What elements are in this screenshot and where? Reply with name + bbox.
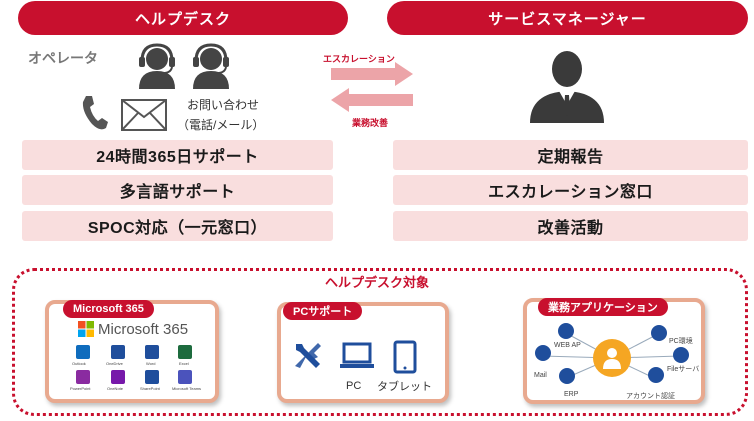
user-center-icon bbox=[593, 339, 631, 377]
helpdesk-header: ヘルプデスク bbox=[18, 1, 348, 35]
sharepoint-app-label: SharePoint bbox=[140, 386, 160, 391]
helpdesk-feature-spoc: SPOC対応（一元窓口） bbox=[22, 211, 333, 241]
service-manager-header: サービスマネージャー bbox=[387, 1, 748, 35]
helpdesk-feature-multilingual: 多言語サポート bbox=[22, 175, 333, 205]
powerpoint-app-icon bbox=[76, 370, 90, 384]
pc-label: PC bbox=[346, 380, 362, 392]
pc-support-tab: PCサポート bbox=[283, 302, 363, 320]
word-app-icon bbox=[145, 345, 159, 359]
erp-label: ERP bbox=[564, 391, 579, 398]
operator-headset-icon bbox=[139, 43, 175, 89]
operator-label: オペレータ bbox=[28, 50, 98, 66]
contact-method-label: （電話/メール） bbox=[177, 118, 265, 132]
excel-app-label: Excel bbox=[179, 361, 189, 366]
web-ap-icon bbox=[558, 323, 574, 339]
phone-icon bbox=[82, 96, 108, 130]
microsoft-365-logo-text: Microsoft 365 bbox=[98, 320, 189, 338]
m365-tab: Microsoft 365 bbox=[63, 300, 154, 318]
web-ap-label: WEB AP bbox=[554, 342, 581, 349]
outlook-app-icon bbox=[76, 345, 90, 359]
sm-feature-improvement: 改善活動 bbox=[393, 211, 748, 241]
improvement-label: 業務改善 bbox=[352, 118, 389, 128]
helpdesk-target-title: ヘルプデスク対象 bbox=[324, 275, 429, 290]
sm-feature-regular-report: 定期報告 bbox=[393, 140, 748, 170]
mail-app-label: Mail bbox=[534, 372, 547, 379]
tablet-icon bbox=[393, 340, 417, 374]
file-server-icon bbox=[673, 347, 689, 363]
operator-headset-icon bbox=[193, 43, 229, 89]
onenote-app-label: OneNote bbox=[107, 386, 124, 391]
pc-support-card bbox=[277, 302, 449, 403]
tools-icon bbox=[295, 343, 321, 368]
improvement-arrow-icon bbox=[331, 88, 413, 112]
onenote-app-icon bbox=[111, 370, 125, 384]
file-server-label: Fileサーバ bbox=[667, 366, 700, 373]
business-app-tab: 業務アプリケーション bbox=[538, 298, 668, 316]
mail-app-icon bbox=[535, 345, 551, 361]
helpdesk-feature-24x365: 24時間365日サポート bbox=[22, 140, 333, 170]
sharepoint-app-icon bbox=[145, 370, 159, 384]
pc-icon bbox=[340, 342, 374, 368]
helpdesk-target-frame bbox=[12, 268, 748, 416]
mail-icon bbox=[121, 99, 167, 131]
teams-app-label: Microsoft Teams bbox=[172, 386, 202, 391]
escalation-arrow-icon bbox=[331, 62, 413, 86]
microsoft-logo-icon bbox=[78, 321, 94, 337]
teams-app-icon bbox=[178, 370, 192, 384]
pc-env-icon bbox=[651, 325, 667, 341]
contact-label: お問い合わせ bbox=[187, 98, 260, 112]
sm-feature-escalation-desk: エスカレーション窓口 bbox=[393, 175, 748, 205]
excel-app-icon bbox=[178, 345, 192, 359]
powerpoint-app-label: PowerPoint bbox=[70, 386, 91, 391]
service-manager-person-icon bbox=[530, 51, 604, 123]
onedrive-app-icon bbox=[111, 345, 125, 359]
erp-icon bbox=[559, 368, 575, 384]
pc-env-label: PC環境 bbox=[669, 338, 693, 345]
escalation-label: エスカレーション bbox=[323, 54, 395, 64]
tablet-label: タブレット bbox=[377, 381, 432, 393]
onedrive-app-label: OneDrive bbox=[106, 361, 123, 366]
account-auth-icon bbox=[648, 367, 664, 383]
word-app-label: Word bbox=[146, 361, 156, 366]
microsoft-logo: Microsoft 365 bbox=[78, 320, 198, 338]
account-auth-label: アカウント認証 bbox=[626, 393, 675, 400]
outlook-app-label: Outlook bbox=[72, 361, 86, 366]
